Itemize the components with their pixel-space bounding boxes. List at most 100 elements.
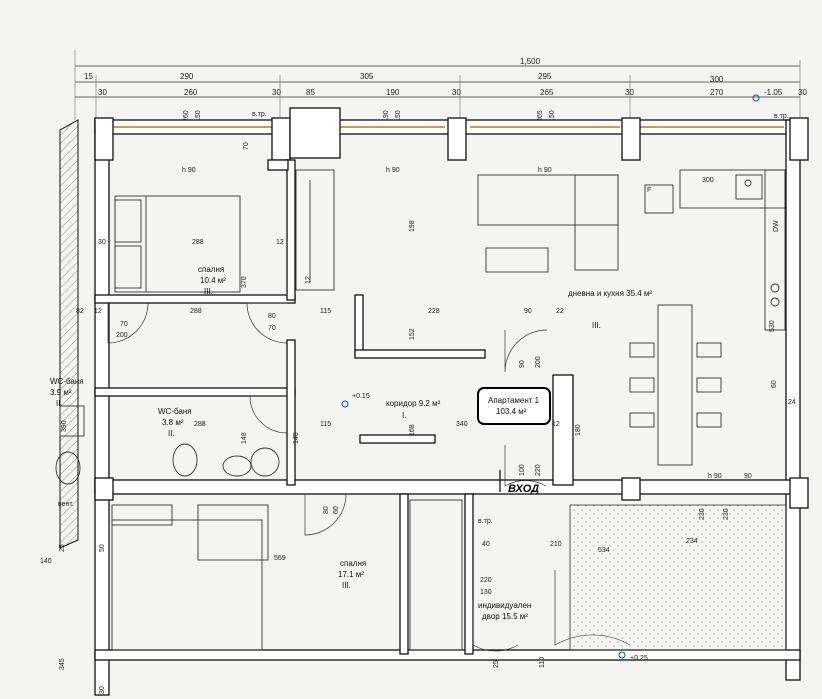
dim-row1-0: 15 — [84, 72, 93, 81]
dim-misc-19: 22 — [556, 308, 564, 315]
label-vtr2: в.тр. — [774, 113, 789, 120]
dim-total: 1,500 — [520, 57, 541, 66]
dim-misc-53: 50 — [99, 544, 106, 552]
dim-misc-25: 200 — [535, 356, 542, 368]
bed-2 — [111, 504, 269, 651]
dim-row1: 15 290 305 295 300 — [84, 72, 724, 84]
kitchen-counter — [644, 169, 786, 331]
dim-row2-2: 30 — [272, 88, 281, 97]
dim-misc-14: 200 — [116, 332, 128, 339]
dim-row2-7: 30 — [625, 88, 634, 97]
dim-misc-27: 60 — [771, 380, 778, 388]
label-vtr1: в.тр. — [252, 111, 267, 118]
dim-misc-20: 80 — [268, 313, 276, 320]
dim-misc-21: 70 — [268, 325, 276, 332]
dim-misc-55: 130 — [480, 589, 492, 596]
dim-vt-1: 150 — [195, 110, 202, 122]
dim-misc-28: 24 — [788, 399, 796, 406]
dim-misc-1: h 90 — [182, 167, 196, 174]
wardrobe-2 — [409, 499, 463, 651]
dim-misc-59: +0.25 — [630, 655, 648, 662]
dim-misc-50: 234 — [686, 538, 698, 545]
dim-misc-4: 300 — [702, 177, 714, 184]
dim-misc-3: h 90 — [538, 167, 552, 174]
dim-misc-45: 60 — [333, 506, 340, 514]
dim-misc-24: 90 — [519, 360, 526, 368]
dim-misc-18: 90 — [524, 308, 532, 315]
dim-misc-15: 288 — [190, 308, 202, 315]
dim-misc-37: 180 — [575, 424, 582, 436]
dim-vt-2: 190 — [383, 110, 390, 122]
dim-row2-9: -1.05 — [764, 88, 783, 97]
dim-misc-11: 82 — [76, 308, 84, 315]
living-name: дневна и кухня 35.4 м² — [568, 289, 652, 298]
dim-vt-4: 265 — [537, 110, 544, 122]
dim-row1-1: 290 — [180, 72, 194, 81]
dim-misc-32: 140 — [293, 432, 300, 444]
apartment-name: Апартамент 1 — [488, 396, 540, 405]
dim-row1-2: 305 — [360, 72, 374, 81]
dim-misc-44: 80 — [323, 506, 330, 514]
dim-row2-3: 85 — [306, 88, 315, 97]
yard-area: двор 15.5 м² — [482, 612, 528, 621]
dim-misc-33: 115 — [320, 421, 331, 428]
dim-misc-51: 140 — [40, 558, 52, 565]
dim-misc-5: 30 — [98, 239, 106, 246]
living-floor: III. — [592, 321, 601, 330]
entry-label: ВХОД — [508, 483, 539, 495]
dim-misc-8: 370 — [241, 276, 248, 288]
wc1-floor: II. — [56, 399, 63, 408]
dim-row2-1: 260 — [184, 88, 198, 97]
dim-misc-2: h 90 — [386, 167, 400, 174]
dim-misc-48: 210 — [550, 541, 562, 548]
bedroom1-name: спалня — [198, 265, 224, 274]
dim-row2: 30 260 30 85 190 30 265 30 270 -1.05 30 — [98, 88, 807, 97]
dim-misc-7: 12 — [276, 239, 284, 246]
dim-misc-13: 70 — [120, 321, 128, 328]
dim-misc-0: 70 — [243, 142, 250, 150]
yard-name: индивидуален — [478, 601, 531, 610]
corridor-name: коридор 9.2 м² — [386, 399, 441, 408]
dim-misc-60: 30 — [99, 686, 106, 694]
bedroom2-name: спалня — [340, 559, 366, 568]
dim-misc-46: 569 — [274, 555, 286, 562]
doors — [107, 302, 631, 652]
dim-misc-42: 230 — [699, 508, 706, 520]
columns — [94, 107, 809, 509]
dim-vt-3: 150 — [395, 110, 402, 122]
level-markers — [341, 94, 760, 659]
dining-table — [629, 304, 722, 466]
dim-misc-35: 340 — [456, 421, 468, 428]
dim-misc-9: 198 — [409, 220, 416, 232]
bedroom1-area: 10.4 м² — [200, 276, 226, 285]
dim-row1-4: 300 — [710, 75, 724, 84]
dim-misc-29: 390 — [61, 420, 68, 432]
dim-misc-31: 148 — [241, 432, 248, 444]
dim-misc-39: 220 — [535, 464, 542, 476]
dim-misc-23: 530 — [769, 320, 776, 332]
interior-walls — [94, 159, 574, 655]
wc1-area: 3.9 м² — [50, 388, 72, 397]
apartment-area: 103.4 м² — [496, 407, 527, 416]
wardrobe-1 — [295, 169, 335, 291]
wc1-name: WC-баня — [50, 377, 84, 386]
bed-1 — [114, 195, 241, 293]
dim-misc-52: 25 — [59, 544, 66, 552]
apartment-label-box — [477, 387, 551, 425]
dim-misc-16: 115 — [320, 308, 331, 315]
dim-misc-47: 40 — [482, 541, 490, 548]
dim-row2-10: 30 — [798, 88, 807, 97]
label-dw: DW — [773, 220, 780, 232]
dim-misc-30: 288 — [194, 421, 206, 428]
sofa — [477, 174, 619, 273]
dim-misc-22: 152 — [409, 328, 416, 340]
dim-misc-56: 345 — [59, 658, 66, 670]
dim-misc-26: +0.15 — [352, 393, 370, 400]
terrace — [569, 504, 787, 651]
dim-misc: 70 h 90 h 90 h 90 300 30 288 12 370 198 … — [40, 142, 796, 694]
dim-vt-5: 150 — [549, 110, 556, 122]
dimension-lines-top — [74, 50, 801, 120]
dim-misc-41: 90 — [744, 473, 752, 480]
dim-misc-6: 288 — [192, 239, 204, 246]
